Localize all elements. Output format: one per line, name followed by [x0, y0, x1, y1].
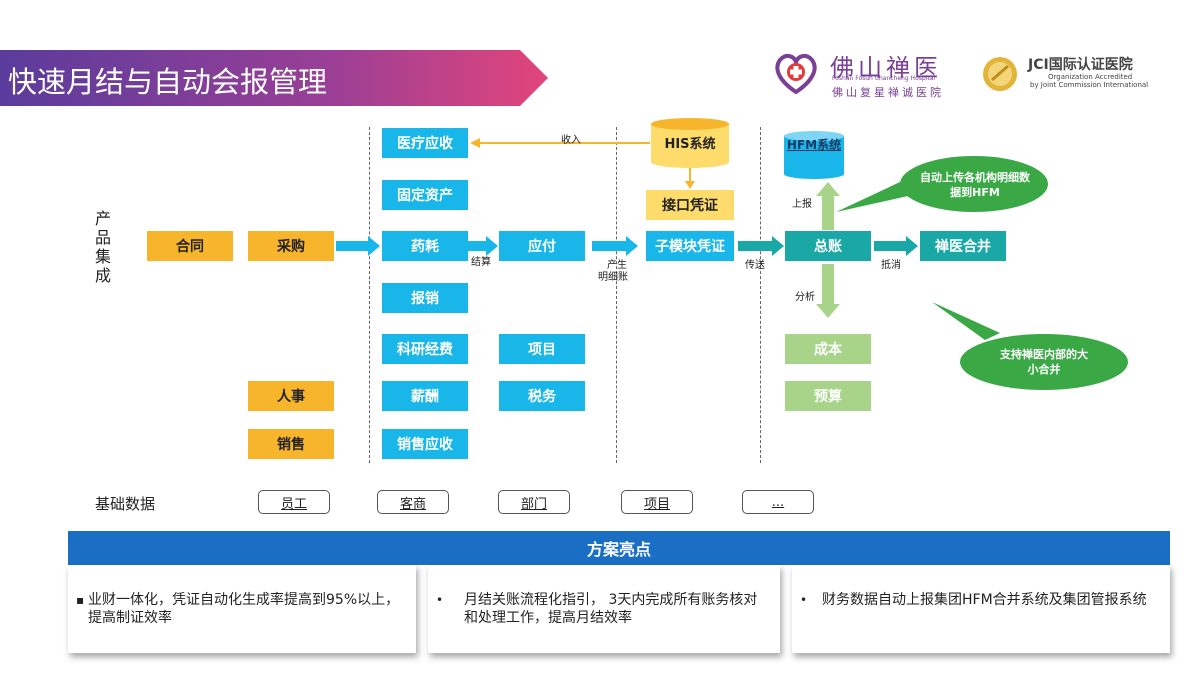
dixiao-arrow: [874, 236, 918, 256]
box-zongzhang: 总账: [785, 231, 871, 261]
label-shouru: 收入: [561, 135, 581, 146]
box-hetong: 合同: [147, 231, 233, 261]
base-item-yuangong: 员工: [258, 490, 330, 514]
chuansong-arrow: [738, 236, 784, 256]
jci-line1: Organization Accredited: [1048, 73, 1133, 81]
caigou-arrow: [336, 236, 380, 256]
highlight-text-2: 月结关账流程化指引， 3天内完成所有账务核对和处理工作，提高月结效率: [464, 592, 758, 626]
title-banner: 快速月结与自动会报管理: [0, 50, 548, 106]
callout-top-shape: [836, 156, 1048, 212]
jci-logo: JCI国际认证医院 Organization Accredited by Joi…: [982, 54, 1172, 94]
chansheng-arrow: [592, 236, 638, 256]
jci-seal-icon: [983, 57, 1017, 91]
jci-title: JCI国际认证医院: [1028, 57, 1133, 73]
box-zimokuai-pingzheng: 子模块凭证: [646, 231, 734, 261]
his-down-arrowhead: [685, 181, 695, 189]
box-yiliao-yingshou: 医疗应收: [382, 128, 468, 158]
divider-2: [616, 127, 617, 463]
box-renshi: 人事: [248, 381, 334, 411]
label-shangbao: 上报: [792, 199, 812, 210]
base-item-bumen: 部门: [498, 490, 570, 514]
hfm-system-label: HFM系统: [786, 138, 842, 152]
hfm-cylinder: [784, 131, 844, 179]
title-banner-shape: [0, 50, 548, 106]
hospital-logo: 佛山禅医 Foshan Fosun Chancheng Hospital 佛山复…: [772, 48, 972, 100]
hospital-logo-icon: [775, 53, 817, 95]
box-yusuan: 预算: [785, 381, 871, 411]
box-jiekou-pingzheng: 接口凭证: [646, 190, 734, 220]
box-xiangmu: 项目: [499, 334, 585, 364]
fenxi-arrow: [816, 264, 840, 318]
highlights-header-text: 方案亮点: [586, 540, 651, 559]
shangbao-arrow: [816, 182, 840, 230]
label-mingxizhang: 明细账: [598, 272, 628, 283]
callout-bottom-text: 支持禅医内部的大小合并: [1000, 348, 1088, 376]
box-caigou: 采购: [248, 231, 334, 261]
page-title: 快速月结与自动会报管理: [8, 65, 328, 99]
highlight-card-1: ▪ 业财一体化，凭证自动化生成率提高到95%以上，提高制证效率: [68, 565, 416, 653]
base-data-label: 基础数据: [95, 495, 156, 513]
highlight-card-3: • 财务数据自动上报集团HFM合并系统及集团管报系统: [792, 565, 1170, 653]
highlight-card-2: • 月结关账流程化指引， 3天内完成所有账务核对和处理工作，提高月结效率: [428, 565, 780, 653]
box-baoxiao: 报销: [382, 283, 468, 313]
highlight-bullet-2: •: [436, 593, 444, 607]
box-xinchou: 薪酬: [382, 381, 468, 411]
highlight-text-1: 业财一体化，凭证自动化生成率提高到95%以上，提高制证效率: [88, 592, 400, 626]
callout-top-text: 自动上传各机构明细数据到HFM: [920, 171, 1030, 199]
label-jiesuan: 结算: [471, 257, 491, 268]
highlights-header: 方案亮点: [68, 531, 1170, 565]
highlight-bullet-3: •: [800, 593, 808, 607]
callout-bottom-shape: [932, 302, 1128, 390]
label-dixiao: 抵消: [881, 260, 901, 271]
box-yingfu: 应付: [499, 231, 585, 261]
divider-1: [369, 127, 370, 463]
his-cylinder: [651, 118, 729, 168]
his-system-label: HIS系统: [664, 137, 716, 152]
hospital-name-en: Foshan Fosun Chancheng Hospital: [832, 75, 936, 82]
product-integration-label: 产品集成: [95, 209, 112, 285]
label-fenxi: 分析: [795, 292, 815, 303]
jiesuan-arrow: [468, 236, 498, 256]
divider-3: [760, 127, 761, 463]
hospital-name-cn: 佛山禅医: [830, 54, 942, 82]
box-yaohao: 药耗: [382, 231, 468, 261]
box-xiaoshou-yingshou: 销售应收: [382, 429, 468, 459]
base-item-xiangmu: 项目: [621, 490, 693, 514]
income-arrowhead: [470, 138, 480, 148]
box-keyan-jingfei: 科研经费: [382, 334, 468, 364]
box-shuiwu: 税务: [499, 381, 585, 411]
box-chanyi-hebing: 禅医合并: [920, 231, 1006, 261]
box-xiaoshou: 销售: [248, 429, 334, 459]
hospital-name-cn2: 佛山复星禅诚医院: [832, 86, 944, 99]
base-item-keshang: 客商: [377, 490, 449, 514]
highlight-bullet-1: ▪: [76, 593, 85, 607]
label-chansheng: 产生: [607, 260, 627, 271]
box-guding-zichan: 固定资产: [382, 180, 468, 210]
label-chuansong: 传送: [745, 260, 765, 271]
jci-line2: by Joint Commission International: [1030, 81, 1149, 89]
base-item-more: ...: [742, 490, 814, 514]
highlight-text-3: 财务数据自动上报集团HFM合并系统及集团管报系统: [822, 592, 1147, 608]
box-chengben: 成本: [785, 334, 871, 364]
